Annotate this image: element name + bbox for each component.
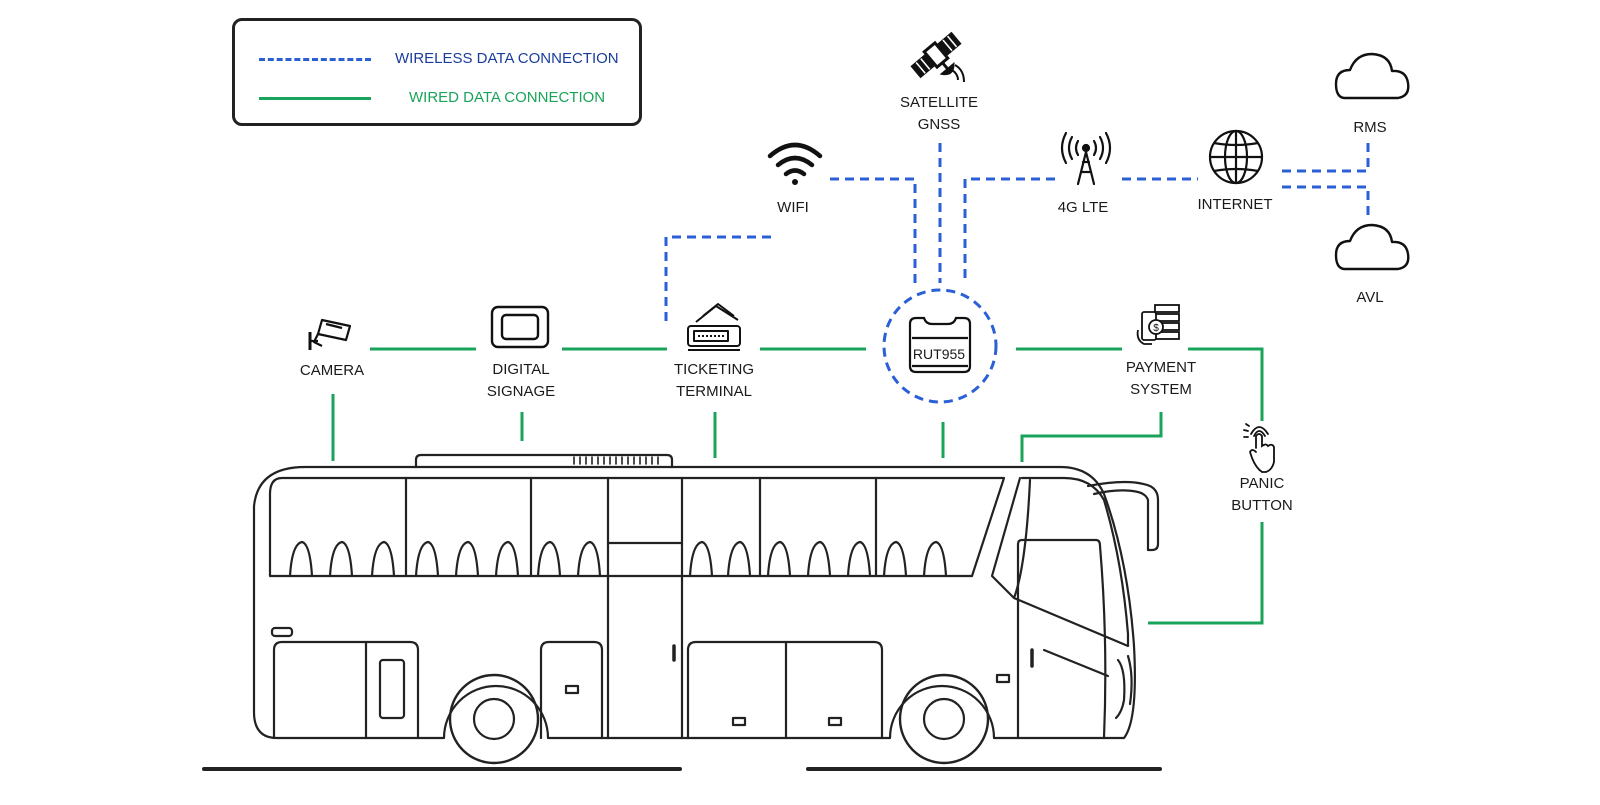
legend-item-wireless: WIRELESS DATA CONNECTION: [235, 47, 639, 71]
rear-wheel: [448, 673, 540, 765]
satellite-label-line2: GNSS: [917, 116, 961, 133]
wireless-link-internet-avl: [1282, 185, 1370, 216]
avl-label: AVL: [1356, 289, 1384, 306]
camera-icon: [308, 318, 352, 350]
router-icon: [908, 316, 972, 374]
seat-headrests: [288, 540, 948, 578]
legend: WIRELESS DATA CONNECTION WIRED DATA CONN…: [232, 18, 642, 126]
internet-label: INTERNET: [1197, 196, 1273, 213]
satellite-label: SATELLITE GNSS: [900, 92, 978, 136]
wired-link-payment-bus: [1020, 412, 1163, 462]
payment-label: PAYMENT SYSTEM: [1126, 357, 1196, 401]
signage-label: DIGITAL SIGNAGE: [487, 359, 555, 403]
payment-label-line2: SYSTEM: [1130, 381, 1192, 398]
ticketing-label: TICKETING TERMINAL: [674, 359, 754, 403]
legend-wired-label: WIRED DATA CONNECTION: [409, 89, 606, 106]
wireless-link-internet-rms: [1282, 142, 1370, 173]
cloud-icon-avl: [1334, 223, 1410, 271]
ticketing-label-line1: TICKETING: [673, 361, 755, 378]
satellite-signal-waves: [951, 64, 965, 83]
rms-label: RMS: [1353, 119, 1387, 136]
wireless-link-wifi-ticketing: [664, 235, 771, 322]
signage-label-line1: DIGITAL: [492, 361, 550, 378]
panic-button-icon: [1243, 423, 1275, 473]
wired-link-panic-bus: [1148, 522, 1264, 625]
front-wheel: [898, 673, 990, 765]
legend-wireless-line: [259, 58, 371, 61]
satellite-icon: [910, 31, 962, 79]
cloud-icon: [1334, 52, 1410, 100]
router-label: RUT955: [912, 346, 966, 362]
roof-vent-icon: [573, 456, 659, 465]
legend-wireless-label: WIRELESS DATA CONNECTION: [395, 50, 619, 67]
router-wireless-ring: [882, 288, 998, 404]
wifi-label: WIFI: [777, 199, 809, 216]
legend-item-wired: WIRED DATA CONNECTION: [235, 86, 639, 110]
ticket-icon: [687, 303, 741, 351]
display-icon: [490, 305, 550, 349]
camera-label: CAMERA: [299, 362, 365, 379]
signage-label-line2: SIGNAGE: [486, 383, 556, 400]
lte-label: 4G LTE: [1057, 199, 1109, 216]
wireless-connections: [664, 142, 1370, 404]
wired-connections: [331, 347, 1264, 625]
payment-icon: $: [1136, 304, 1180, 345]
wired-link-payment-panic: [1188, 347, 1264, 421]
satellite-label-line1: SATELLITE: [899, 94, 979, 111]
wireless-link-lte-router: [963, 177, 1055, 283]
panic-label: PANIC BUTTON: [1231, 473, 1292, 517]
payment-label-line1: PAYMENT: [1125, 359, 1197, 376]
panic-label-line1: PANIC: [1239, 475, 1285, 492]
wireless-link-wifi-router: [830, 177, 917, 283]
wifi-icon: [767, 142, 823, 185]
globe-icon: [1208, 129, 1264, 185]
cell-tower-icon: [1060, 131, 1112, 186]
svg-text:$: $: [1153, 323, 1159, 334]
bus-icon: [202, 453, 1162, 771]
legend-wired-line: [259, 97, 371, 100]
panic-label-line2: BUTTON: [1231, 497, 1293, 514]
ticketing-label-line2: TERMINAL: [676, 383, 752, 400]
